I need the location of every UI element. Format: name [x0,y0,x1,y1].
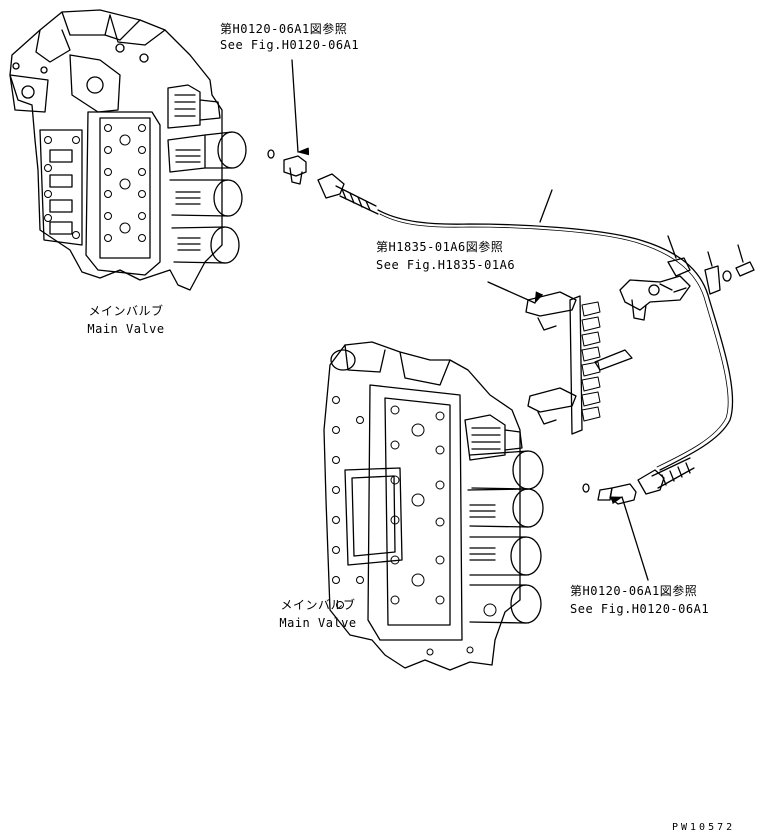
upper-valve-label-en: Main Valve [87,322,165,336]
bottom-ref-label-en: See Fig.H0120-06A1 [570,602,710,616]
harness-bracket [526,292,632,434]
upper-main-valve [10,10,246,290]
pilot-hose [378,210,733,470]
bottom-ref-label-ja: 第H0120-06A1図参照 [570,584,698,598]
top-ref-arrow [292,60,310,156]
lower-valve-label-ja: メインバルブ [280,598,356,612]
mid-ref-label-ja: 第H1835-01A6図参照 [376,240,504,254]
upper-fittings [268,150,378,214]
drawing-code: PW10572 [672,822,736,833]
top-ref-label-ja: 第H0120-06A1図参照 [220,22,348,36]
bottom-ref-arrow [610,497,648,580]
upper-valve-label-ja: メインバルブ [88,304,164,318]
mid-ref-arrow [488,282,544,304]
hose-bracket [620,236,754,320]
lower-fittings [583,458,694,504]
top-ref-label-en: See Fig.H0120-06A1 [220,38,360,52]
mid-ref-label-en: See Fig.H1835-01A6 [376,258,516,272]
hose-leader [540,190,552,222]
lower-main-valve [324,342,543,670]
lower-valve-label-en: Main Valve [279,616,357,630]
